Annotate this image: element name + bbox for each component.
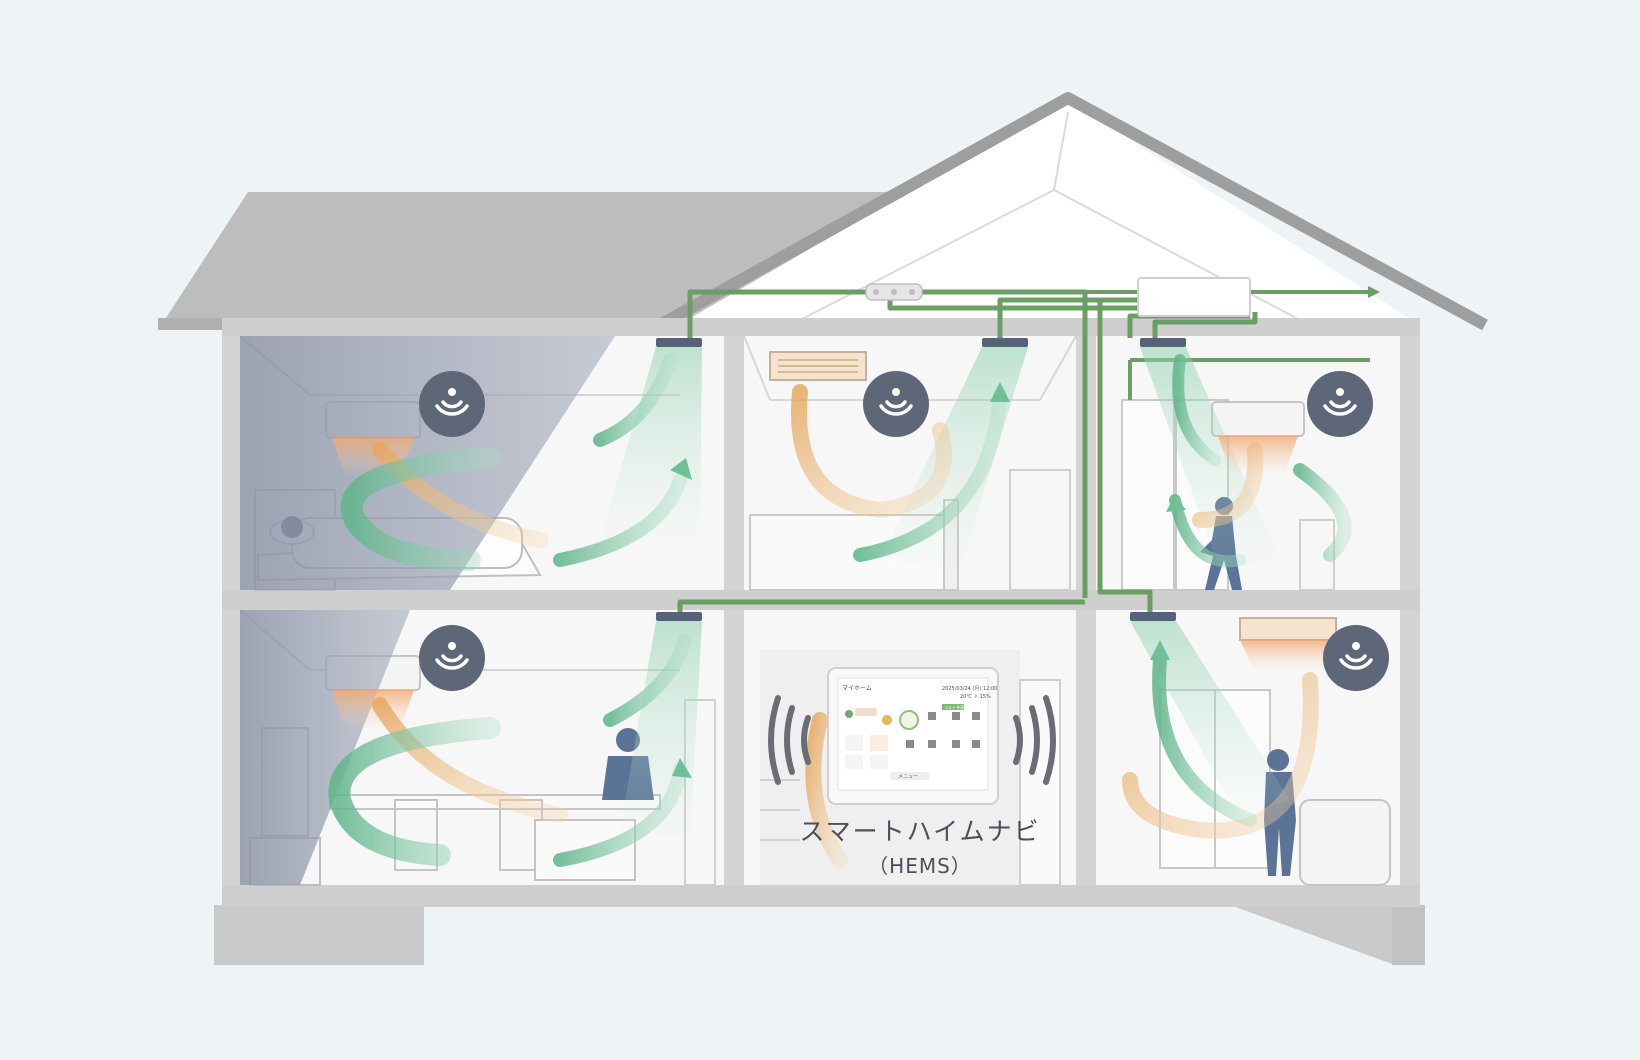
wifi-sensor-icon-5 xyxy=(1323,625,1389,691)
attic-space xyxy=(678,100,1420,325)
foundation-right xyxy=(1230,905,1425,965)
screen-menu: メニュー xyxy=(898,774,918,780)
exhaust-arrow xyxy=(1368,286,1380,298)
ceiling-vent-icon xyxy=(1239,617,1337,641)
night-shade-lower xyxy=(240,610,410,885)
screen-datetime: 2025/03/24 (月) 12:00 xyxy=(942,686,997,692)
foundation-block-right xyxy=(1392,905,1425,965)
wifi-sensor-icon-4 xyxy=(419,625,485,691)
ceiling-diffusers xyxy=(656,338,1186,621)
ground-floor xyxy=(222,885,1420,907)
air-conditioner-icon xyxy=(1211,401,1305,437)
wifi-sensor-icon-3 xyxy=(1307,371,1373,437)
screen-badge: コスト予測 xyxy=(944,704,964,710)
foundation-block-left xyxy=(214,905,424,965)
ventilation-unit xyxy=(1137,277,1251,317)
sound-wave-icon-left xyxy=(768,695,811,785)
attic-floor xyxy=(222,318,1420,336)
fresh-air-flows xyxy=(328,353,1352,867)
screen-title: マイホーム xyxy=(842,685,872,692)
wifi-sensor-icon-1 xyxy=(419,371,485,437)
tablet-panel-icon: マイホーム 2025/03/24 (月) 12:00 20℃ ☼ 15% コスト… xyxy=(827,667,999,805)
flow-arrowheads xyxy=(670,382,1186,778)
washing-machine-icon xyxy=(1299,799,1391,886)
gable-roof xyxy=(657,92,1488,331)
screen-weather: 20℃ ☼ 15% xyxy=(960,694,991,700)
hems-sublabel: （HEMS） xyxy=(868,854,972,878)
hems-label: スマートハイムナビ xyxy=(799,817,1041,846)
sound-wave-icon-right xyxy=(1013,695,1056,785)
wifi-sensor-icon-2 xyxy=(863,371,929,437)
